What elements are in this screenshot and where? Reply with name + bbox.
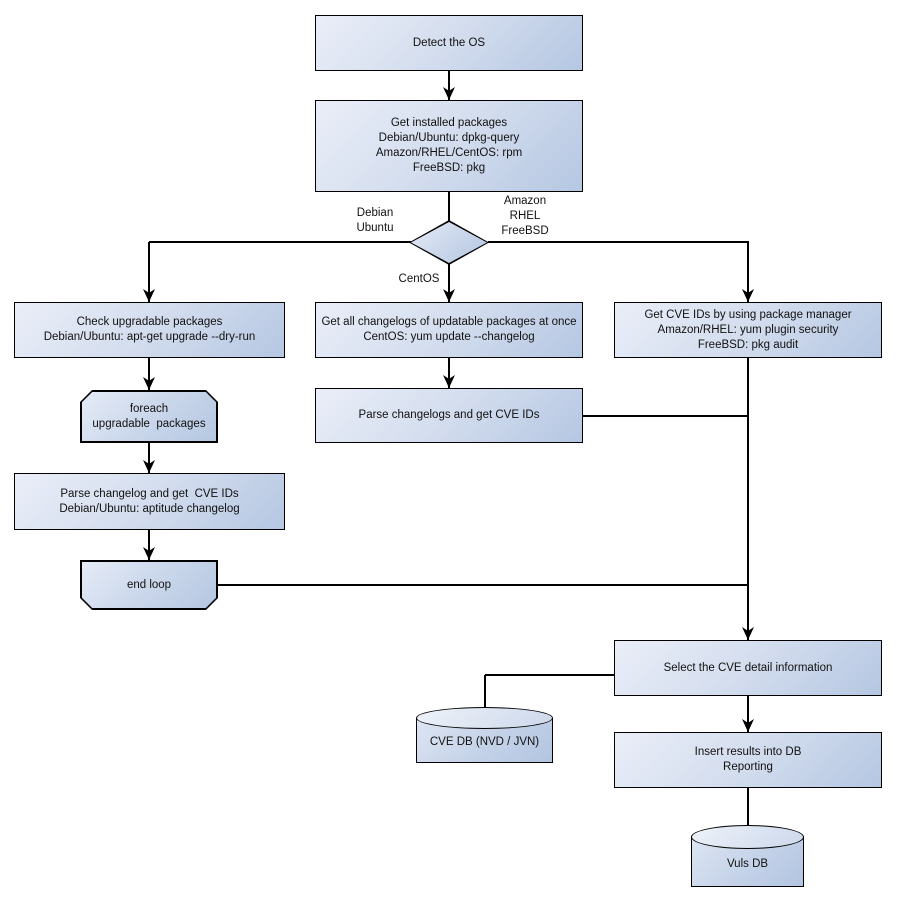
node-get-installed-packages: Get installed packages Debian/Ubuntu: dp… <box>315 100 583 192</box>
node-get-cve-ids-label: Get CVE IDs by using package manager Ama… <box>644 308 852 351</box>
node-vuls-db: Vuls DB <box>691 825 804 887</box>
database-top-icon <box>691 825 804 849</box>
connector-decision-right <box>488 241 749 243</box>
node-check-upgradable-packages-label: Check upgradable packages Debian/Ubuntu:… <box>43 316 256 343</box>
node-parse-changelogs: Parse changelogs and get CVE IDs <box>315 388 583 443</box>
node-foreach-loop-label: foreach upgradable packages <box>92 402 206 430</box>
node-select-cve-detail: Select the CVE detail information <box>614 640 882 696</box>
node-get-cve-ids: Get CVE IDs by using package manager Ama… <box>614 302 882 358</box>
connector-select-to-insert <box>747 696 749 732</box>
node-parse-changelog-label: Parse changelog and get CVE IDs Debian/U… <box>59 487 240 515</box>
loop-end-shape-fill <box>82 562 217 609</box>
connector-foreach-to-parse <box>148 442 150 473</box>
diamond-shape-fill <box>411 222 487 263</box>
loop-start-shape-fill <box>82 392 217 442</box>
connector-decision-left <box>149 241 411 243</box>
connector-parsechangelogs-right <box>583 415 748 417</box>
connector-changelogs-to-parse <box>448 358 450 388</box>
node-insert-results-label: Insert results into DB Reporting <box>694 746 802 773</box>
edge-label-amazon-rhel-freebsd: Amazon RHEL FreeBSD <box>501 195 549 237</box>
node-os-decision <box>409 220 489 265</box>
connector-check-to-foreach <box>148 358 150 390</box>
connector-cvedb-horizontal <box>485 674 614 676</box>
connector-parse-to-endloop <box>148 530 150 560</box>
connector-decision-centos-down <box>448 264 450 302</box>
edge-label-centos: CentOS <box>398 273 440 285</box>
connector-right-branch-down <box>747 242 749 302</box>
node-foreach-loop: foreach upgradable packages <box>80 390 218 443</box>
connector-insert-to-vulsdb <box>747 788 749 825</box>
database-top-icon <box>416 707 553 729</box>
node-detect-os-label: Detect the OS <box>412 36 486 49</box>
node-detect-os: Detect the OS <box>315 15 583 71</box>
node-get-all-changelogs-label: Get all changelogs of updatable packages… <box>321 316 577 343</box>
node-cve-db-label: CVE DB (NVD / JVN) <box>429 736 540 748</box>
connector-installed-to-decision <box>448 192 450 221</box>
connector-cvedb-down <box>484 675 486 707</box>
node-end-loop-label: end loop <box>126 578 172 591</box>
node-insert-results: Insert results into DB Reporting <box>614 732 882 788</box>
node-get-installed-packages-label: Get installed packages Debian/Ubuntu: dp… <box>375 117 523 174</box>
node-check-upgradable-packages: Check upgradable packages Debian/Ubuntu:… <box>14 302 285 358</box>
edge-label-debian-ubuntu: Debian Ubuntu <box>356 207 394 234</box>
node-cve-db: CVE DB (NVD / JVN) <box>416 707 553 763</box>
node-parse-changelog: Parse changelog and get CVE IDs Debian/U… <box>14 473 285 530</box>
connector-detect-to-installed <box>448 71 450 101</box>
node-select-cve-detail-label: Select the CVE detail information <box>663 661 833 674</box>
connector-left-branch-down <box>148 242 150 302</box>
node-end-loop: end loop <box>80 560 218 610</box>
node-vuls-db-label: Vuls DB <box>726 858 769 870</box>
connector-merge-to-select <box>747 358 749 640</box>
node-parse-changelogs-label: Parse changelogs and get CVE IDs <box>358 409 540 421</box>
node-get-all-changelogs: Get all changelogs of updatable packages… <box>315 302 583 358</box>
connector-endloop-right <box>218 584 748 586</box>
